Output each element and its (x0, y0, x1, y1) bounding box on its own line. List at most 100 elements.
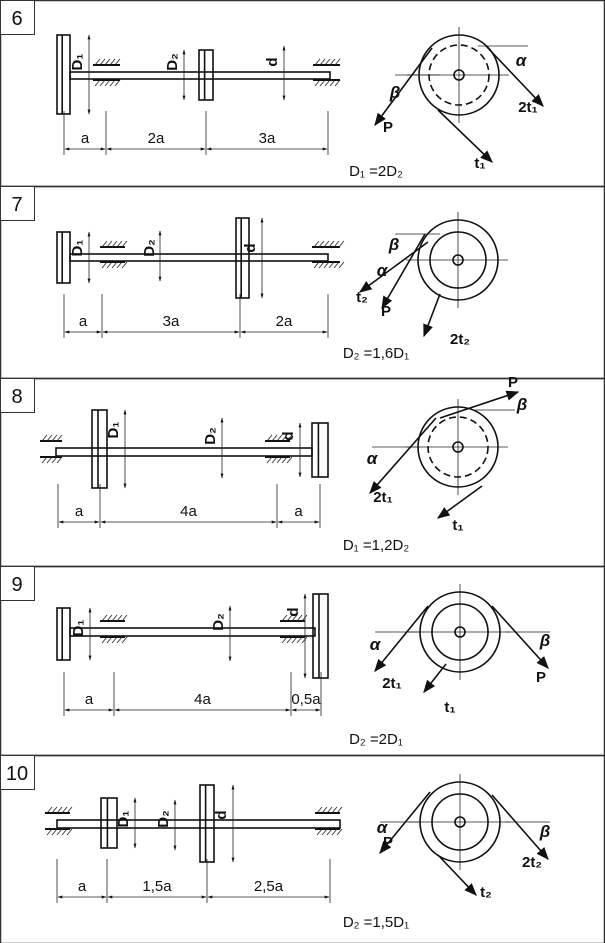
force-arrow (485, 45, 544, 107)
hatch-line (291, 636, 298, 644)
diameter-relation-formula: D₂ =1,5D₁ (343, 914, 409, 931)
hatch-line (316, 806, 323, 814)
pulley-inner-circle (429, 231, 487, 289)
pulley-disk-left (56, 231, 71, 284)
number-box (0, 566, 35, 601)
force-arrow (374, 47, 433, 127)
hatch-line (319, 58, 326, 66)
hatch-line (104, 79, 111, 87)
hatch-line (56, 806, 63, 814)
hatch-line (94, 79, 101, 87)
hatch-line (318, 261, 325, 269)
force-label: P (508, 374, 518, 391)
hatch-line (334, 58, 341, 66)
angle-label: β (539, 631, 551, 650)
hatch-line (324, 58, 331, 66)
hatch-line (56, 456, 63, 464)
shaft-diameter-label: d (213, 810, 230, 819)
hatch-line (296, 636, 303, 644)
hatch-line (336, 828, 343, 836)
hatch-line (51, 828, 58, 836)
panel-border (0, 185, 605, 380)
force-arrow (369, 417, 437, 494)
length-dimension-label: 4a (194, 691, 211, 708)
diameter-relation-formula: D₁ =2D₂ (349, 163, 403, 180)
hatch-line (111, 614, 118, 622)
panel-border (0, 565, 605, 757)
number-box (0, 755, 35, 790)
length-dimension-label: a (85, 691, 94, 708)
angle-label: α (367, 449, 379, 468)
hatch-line (276, 456, 283, 464)
hatch-line (66, 806, 73, 814)
hatch-line (106, 261, 113, 269)
pulley-disk-right (235, 217, 250, 299)
force-label: 2t₂ (450, 331, 470, 348)
hatch-line (101, 240, 108, 248)
hatch-line (101, 636, 108, 644)
pulley-cross-section (408, 774, 510, 870)
bearing-support (100, 240, 128, 269)
panel-border (0, 377, 605, 568)
hatch-line (286, 614, 293, 622)
shaft-diameter-label: d (242, 243, 259, 252)
diameter-relation-formula: D₁ =1,2D₂ (343, 537, 410, 554)
hatch-line (281, 614, 288, 622)
shaft (69, 71, 331, 80)
hatch-line (333, 240, 340, 248)
pulley-cross-section (406, 399, 508, 495)
hatch-line (336, 806, 343, 814)
bearing-support (265, 434, 293, 464)
hatch-line (286, 636, 293, 644)
pulley-disk-left (100, 797, 118, 849)
hatch-line (314, 58, 321, 66)
hatch-line (281, 456, 288, 464)
hatch-line (116, 240, 123, 248)
angle-label: β (388, 235, 400, 254)
shaft-diameter-label: d (280, 431, 297, 440)
hatch-line (271, 456, 278, 464)
hatch-line (338, 240, 345, 248)
disk-outline (56, 231, 71, 284)
pulley-disk-right (311, 422, 329, 478)
length-dimension-label: 0,5a (291, 691, 321, 708)
hatch-line (114, 79, 121, 87)
length-dimension-label: a (81, 130, 90, 147)
pulley-disk-left (56, 607, 71, 661)
hatch-line (121, 261, 128, 269)
hatch-line (61, 828, 68, 836)
hatch-line (321, 828, 328, 836)
length-dimension-label: a (79, 313, 88, 330)
shaft-hub-circle (453, 69, 465, 81)
disk-outline (312, 593, 329, 679)
force-label: P (381, 303, 391, 320)
hatch-line (104, 58, 111, 66)
disk-outline (311, 422, 329, 478)
hatch-line (286, 434, 293, 442)
angle-label: α (516, 51, 528, 70)
hatch-line (313, 261, 320, 269)
shaft-hub-circle (454, 816, 466, 828)
panel-border (0, 0, 605, 188)
number-box (0, 186, 35, 221)
hatch-line (338, 261, 345, 269)
pulley-cross-section (406, 212, 508, 308)
hatch-line (324, 79, 331, 87)
length-dimension-label: a (294, 503, 303, 520)
hatch-line (116, 636, 123, 644)
disk-outline (100, 797, 118, 849)
hatch-line (316, 828, 323, 836)
hatch-line (41, 456, 48, 464)
hatch-line (286, 456, 293, 464)
hatch-line (266, 434, 273, 442)
hatch-line (281, 434, 288, 442)
force-label: 2t₂ (522, 854, 542, 871)
diameter-relation-formula: D₂ =2D₁ (349, 731, 403, 748)
hatch-line (106, 614, 113, 622)
hatch-line (46, 456, 53, 464)
problem-number: 9 (11, 574, 22, 596)
disk-diameter-label: D₂ (164, 53, 181, 71)
